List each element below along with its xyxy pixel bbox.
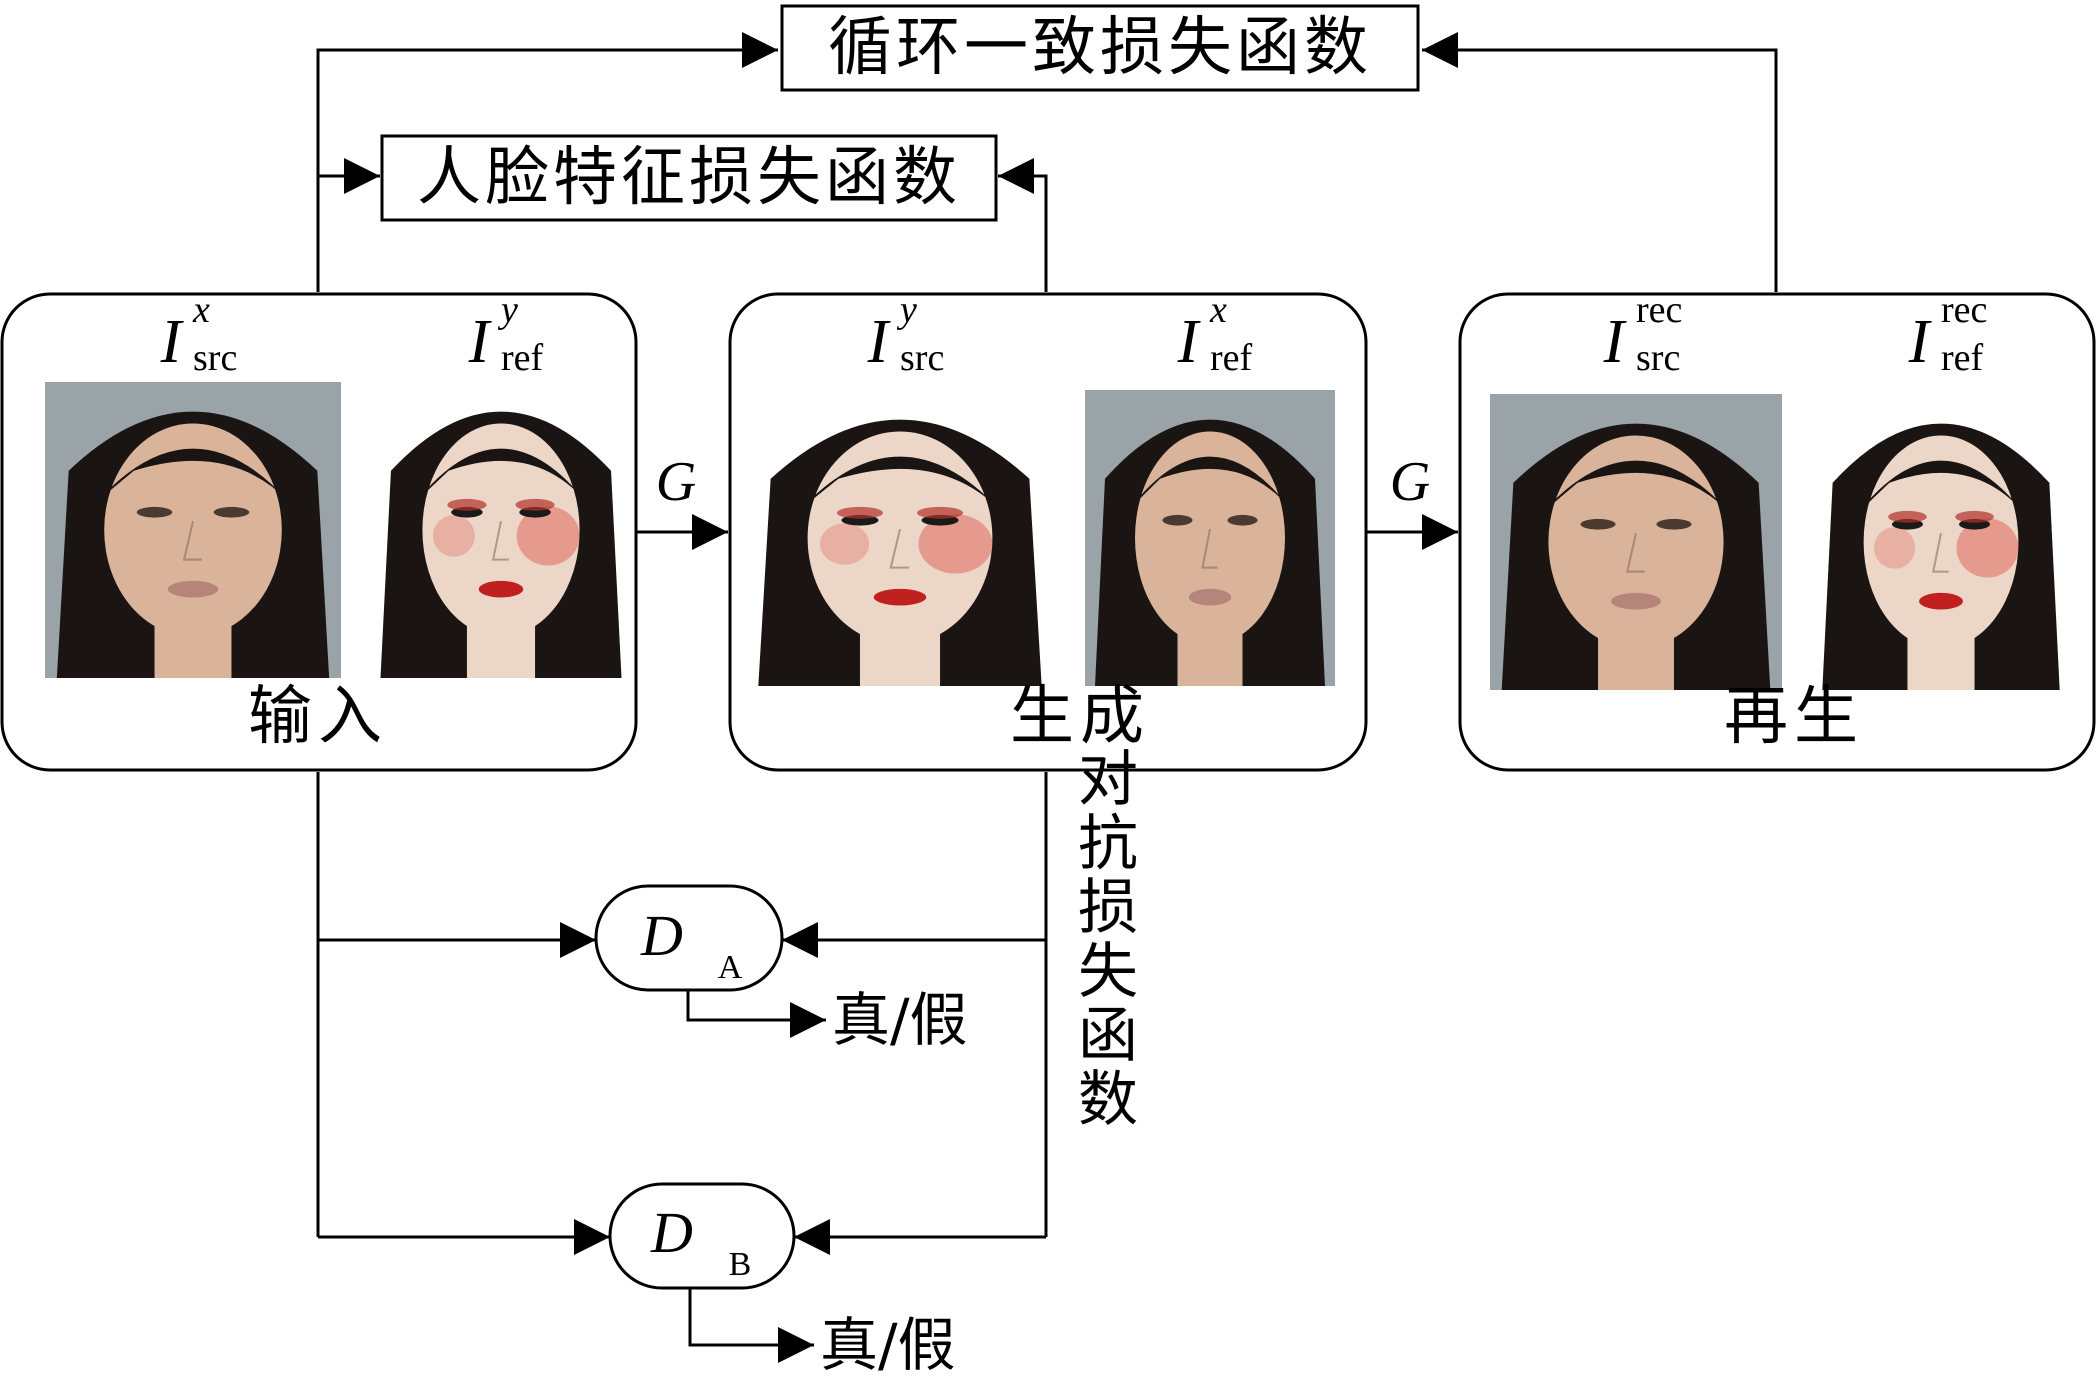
- notation-generated-1-sub: ref: [1210, 337, 1253, 379]
- panel-generated-label: 生成: [1010, 680, 1150, 754]
- face-photo-plain-regenerated-0: [1490, 394, 1782, 690]
- discriminator-b-output: 真/假: [820, 1311, 956, 1379]
- notation-input-1-base: I: [468, 308, 493, 376]
- face-photo-makeup-regenerated-1: [1812, 394, 2070, 690]
- arrow-db-output: [688, 1288, 814, 1363]
- panel-regenerated-label: 再生: [1724, 680, 1864, 754]
- arrow-input-to-cycle-loss: [316, 32, 778, 292]
- cycle-loss-box: 循环一致损失函数: [780, 4, 1420, 92]
- notation-input-1-sub: ref: [501, 337, 544, 379]
- notation-regenerated-0-sub: src: [1636, 337, 1680, 379]
- face-photo-makeup-generated-0: [746, 390, 1054, 686]
- notation-regenerated-0-base: I: [1603, 308, 1628, 376]
- notation-generated-0-base: I: [867, 308, 892, 376]
- face-photo-makeup-input-1: [370, 382, 632, 678]
- discriminator-a-base: D: [640, 903, 683, 968]
- connectors: [316, 32, 1778, 1363]
- notation-regenerated-1-sub: ref: [1941, 337, 1984, 379]
- discriminator-a: D A: [594, 884, 784, 992]
- notation-regenerated-1-sup: rec: [1941, 289, 1987, 331]
- discriminator-a-output: 真/假: [832, 986, 968, 1054]
- panel-input-label: 输入: [248, 680, 388, 754]
- notation-input-0-base: I: [160, 308, 185, 376]
- cycle-loss-label: 循环一致损失函数: [828, 11, 1372, 85]
- face-photo-plain-input-0: [45, 382, 341, 678]
- discriminator-b: D B: [608, 1182, 796, 1290]
- face-loss-label: 人脸特征损失函数: [417, 141, 961, 215]
- notation-regenerated-0-sup: rec: [1636, 289, 1682, 331]
- face-photo-plain-generated-1: [1085, 390, 1335, 686]
- notation-input-0-sub: src: [193, 337, 237, 379]
- generator-label-2: G: [1390, 451, 1430, 513]
- notation-generated-1-base: I: [1177, 308, 1202, 376]
- arrow-regenerated-to-cycle-loss: [1422, 32, 1778, 292]
- notation-input-0-sup: x: [192, 289, 210, 331]
- arrow-generated-to-face-loss: [998, 158, 1048, 292]
- arrow-da-output: [686, 990, 826, 1038]
- notation-input-1-sup: y: [497, 289, 518, 331]
- discriminator-b-sub: B: [729, 1246, 752, 1283]
- notation-generated-1-sup: x: [1209, 289, 1227, 331]
- adversarial-loss-label: 对抗损失函数: [1078, 745, 1138, 1135]
- notation-regenerated-1-base: I: [1908, 308, 1933, 376]
- face-loss-box: 人脸特征损失函数: [380, 134, 998, 222]
- discriminator-a-sub: A: [718, 949, 743, 986]
- notation-generated-0-sup: y: [896, 289, 917, 331]
- generator-label-1: G: [656, 451, 696, 513]
- discriminator-b-base: D: [650, 1200, 693, 1265]
- notation-generated-0-sub: src: [900, 337, 944, 379]
